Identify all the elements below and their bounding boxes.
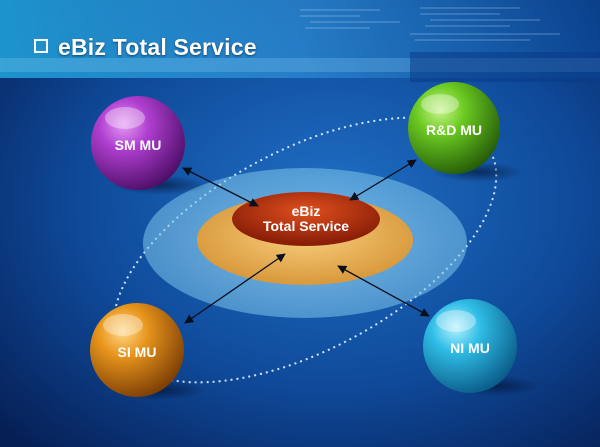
node-si-label: SI MU [118,344,157,360]
node-sm-label: SM MU [115,137,162,153]
header-texture [300,7,560,41]
node-si: SI MU [90,303,206,400]
checkbox-bullet-icon [34,39,48,53]
page-title-text: eBiz Total Service [58,34,257,60]
arrow-sm [182,167,259,207]
node-rd: R&D MU [408,82,524,182]
arrow-si [184,253,286,324]
header-bar-right [410,52,600,82]
center-title-line2: Total Service [263,218,349,234]
page-title: eBiz Total Service [34,34,257,61]
center-title-line1: eBiz [292,203,321,219]
node-ni-label: NI MU [450,340,490,356]
node-sm: SM MU [91,96,208,195]
center-core [232,192,380,246]
node-rd-label: R&D MU [426,122,482,138]
node-ni: NI MU [423,299,541,396]
arrow-rd [349,159,417,201]
arrow-ni [337,265,430,317]
